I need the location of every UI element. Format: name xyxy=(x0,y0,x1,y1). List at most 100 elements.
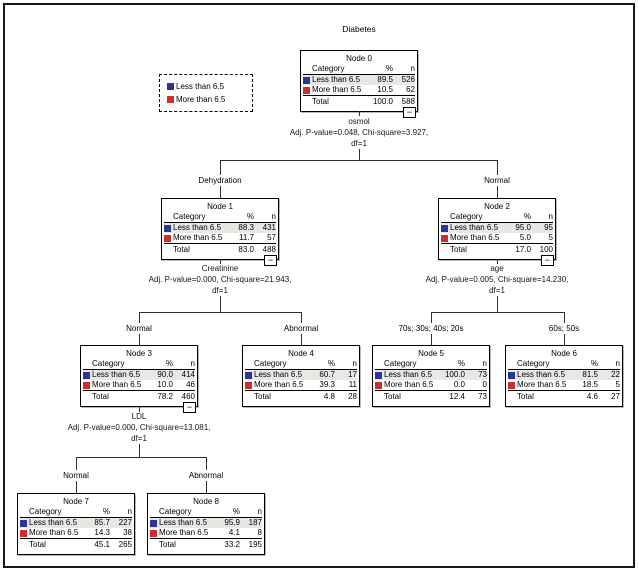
n-value: 11 xyxy=(348,380,357,389)
legend-label: Less than 6.5 xyxy=(176,82,225,91)
legend-item-less: Less than 6.5 xyxy=(167,80,252,93)
total-pct: 33.2 xyxy=(224,540,240,549)
total-pct: 100.0 xyxy=(372,97,393,106)
connector-line xyxy=(431,334,432,345)
more-than-swatch-icon xyxy=(441,234,448,242)
split-stats: Adj. P-value=0.005, Chi-square=14.230, xyxy=(425,275,569,284)
category-row-less: Less than 6.5 95.0 95 xyxy=(441,223,553,233)
total-label: Total xyxy=(517,392,534,401)
n-value: 431 xyxy=(262,223,276,232)
category-header: Category xyxy=(450,212,483,221)
more-than-swatch-icon xyxy=(83,381,90,389)
split-variable: age xyxy=(490,264,504,273)
collapse-button[interactable]: − xyxy=(541,255,554,266)
n-value: 46 xyxy=(186,380,195,389)
pct-value: 10.0 xyxy=(157,380,173,389)
category-label: Less than 6.5 xyxy=(173,223,222,232)
total-n: 73 xyxy=(478,392,487,401)
node-title: Node 3 xyxy=(126,349,152,358)
n-value: 187 xyxy=(248,518,262,527)
category-row-less: Less than 6.5 90.0 414 xyxy=(83,370,195,380)
tree-node-7: Node 7 Category % n Less than 6.5 85.7 2… xyxy=(17,493,135,555)
pct-header: % xyxy=(523,212,531,221)
total-label: Total xyxy=(312,97,329,106)
connector-line xyxy=(206,481,207,493)
n-value: 227 xyxy=(118,518,132,527)
connector-line xyxy=(431,312,565,313)
n-value: 22 xyxy=(611,370,620,379)
branch-label-normal: Normal xyxy=(484,176,510,185)
connector-line xyxy=(139,444,140,457)
less-than-swatch-icon xyxy=(441,224,448,232)
collapse-button[interactable]: − xyxy=(403,107,416,118)
branch-label-age-groups-1: 70s; 30s; 40s; 20s xyxy=(398,324,464,333)
total-label: Total xyxy=(92,392,109,401)
connector-line xyxy=(220,160,221,175)
connector-line xyxy=(220,186,221,198)
collapse-button[interactable]: − xyxy=(183,402,196,413)
total-n: 588 xyxy=(401,97,415,106)
total-row: Total 4.6 27 xyxy=(508,391,620,403)
total-row: Total 83.0 488 xyxy=(164,244,276,256)
category-label: More than 6.5 xyxy=(92,380,141,389)
pct-value: 14.3 xyxy=(94,528,110,537)
pct-value: 85.7 xyxy=(94,518,110,527)
connector-line xyxy=(301,312,302,323)
collapse-button[interactable]: − xyxy=(264,255,277,266)
category-row-less: Less than 6.5 81.5 22 xyxy=(508,370,620,380)
split-stats: Adj. P-value=0.000, Chi-square=21.943, xyxy=(148,275,292,284)
node-table-header: Category % n xyxy=(303,64,415,75)
more-than-swatch-icon xyxy=(303,86,310,94)
category-row-more: More than 6.5 10.5 62 xyxy=(303,85,415,96)
split-stats: Adj. P-value=0.048, Chi-square=3.927, xyxy=(289,128,429,137)
pct-value: 88.3 xyxy=(238,223,254,232)
total-row: Total 100.0 588 xyxy=(303,96,415,108)
category-row-more: More than 6.5 5.0 5 xyxy=(441,233,553,244)
split-df: df=1 xyxy=(212,286,228,295)
total-label: Total xyxy=(450,245,467,254)
category-header: Category xyxy=(173,212,206,221)
category-header: Category xyxy=(312,64,345,73)
split-variable: LDL xyxy=(131,412,147,421)
pct-value: 60.7 xyxy=(319,370,335,379)
total-pct: 45.1 xyxy=(94,540,110,549)
category-row-less: Less than 6.5 89.5 526 xyxy=(303,75,415,85)
split-df: df=1 xyxy=(351,139,367,148)
branch-label-normal-ldl: Normal xyxy=(63,471,89,480)
n-value: 17 xyxy=(348,370,357,379)
total-n: 100 xyxy=(539,245,553,254)
category-label: More than 6.5 xyxy=(159,528,208,537)
less-than-swatch-icon xyxy=(83,371,90,379)
connector-line xyxy=(220,260,221,264)
more-than-swatch-icon xyxy=(508,381,515,389)
node-table-header: Category % n xyxy=(441,212,553,223)
tree-node-8: Node 8 Category % n Less than 6.5 95.9 1… xyxy=(147,493,265,555)
category-row-less: Less than 6.5 85.7 227 xyxy=(20,518,132,528)
connector-line xyxy=(76,457,77,470)
pct-header: % xyxy=(457,359,465,368)
node-table-header: Category % n xyxy=(164,212,276,223)
pct-value: 95.9 xyxy=(224,518,240,527)
branch-label-normal-creatinine: Normal xyxy=(126,324,152,333)
category-label: Less than 6.5 xyxy=(159,518,208,527)
category-row-less: Less than 6.5 88.3 431 xyxy=(164,223,276,233)
pct-value: 5.0 xyxy=(519,233,531,242)
connector-line xyxy=(431,312,432,323)
less-than-swatch-icon xyxy=(303,76,310,84)
category-header: Category xyxy=(384,359,417,368)
pct-header: % xyxy=(246,212,254,221)
n-value: 414 xyxy=(181,370,195,379)
category-label: More than 6.5 xyxy=(517,380,566,389)
split-stats: Adj. P-value=0.000, Chi-square=13.081, xyxy=(67,423,211,432)
n-header: n xyxy=(615,359,620,368)
split-df: df=1 xyxy=(489,286,505,295)
category-row-more: More than 6.5 18.5 5 xyxy=(508,380,620,391)
total-row: Total 45.1 265 xyxy=(20,539,132,551)
pct-value: 100.0 xyxy=(444,370,465,379)
connector-line xyxy=(564,334,565,345)
category-header: Category xyxy=(254,359,287,368)
pct-value: 11.7 xyxy=(239,233,254,242)
category-label: More than 6.5 xyxy=(384,380,433,389)
category-label: Less than 6.5 xyxy=(312,75,361,84)
total-label: Total xyxy=(384,392,401,401)
